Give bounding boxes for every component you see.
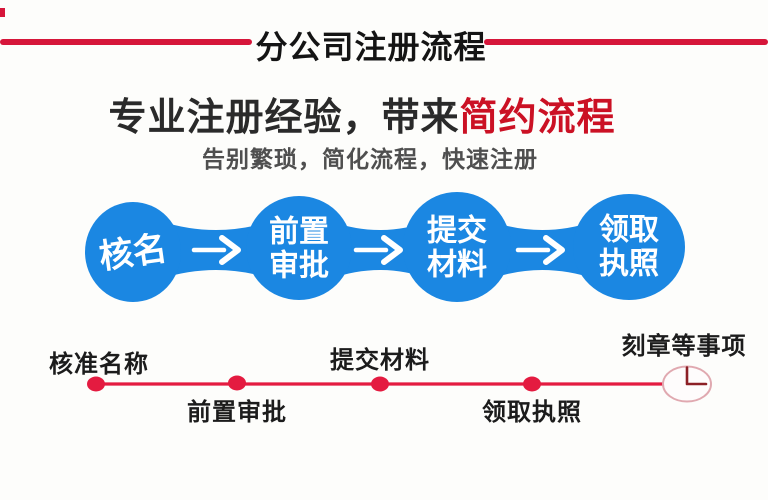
- headline: 专业注册经验，带来简约流程: [0, 86, 746, 141]
- flow-step-label: 前置: [269, 216, 329, 249]
- flow-step-circle: [403, 192, 511, 302]
- timeline-label-pre-approval: 前置审批: [187, 399, 287, 426]
- flow-step-label: 领取: [599, 213, 659, 247]
- title-rule-left: [0, 39, 252, 45]
- headline-prefix: 专业注册经验，带来: [108, 97, 460, 139]
- flow-diagram: 核名 前置 审批 提交 材料 领取 执照: [85, 192, 685, 302]
- flow-step-label: 核名: [97, 229, 170, 276]
- flow-step-label: 提交: [427, 214, 487, 248]
- timeline-label-approve-name: 核准名称: [49, 351, 149, 378]
- arrow-right-icon: [191, 235, 241, 265]
- timeline-label-get-license: 领取执照: [482, 399, 582, 426]
- flow-step-circle: [246, 196, 352, 300]
- arrow-right-icon: [353, 235, 403, 265]
- headline-highlight: 简约流程: [459, 97, 616, 139]
- subtitle: 告别繁琐，简化流程，快速注册: [202, 146, 538, 172]
- timeline-dot: [87, 376, 105, 392]
- clock-icon: [662, 365, 712, 403]
- flow-arrows: [191, 235, 565, 265]
- timeline-dot: [371, 376, 389, 392]
- timeline-label-seal-matters: 刻章等事项: [621, 333, 747, 360]
- flow-step-label: 材料: [427, 249, 487, 282]
- flow-step-label: 审批: [269, 249, 329, 283]
- flow-step-circle: [85, 202, 181, 302]
- page-title: 分公司注册流程: [255, 29, 487, 65]
- timeline-dot: [523, 376, 541, 392]
- flow-step-circle: [573, 194, 685, 300]
- timeline: [87, 365, 712, 403]
- title-rule-right: [484, 39, 768, 45]
- corner-accent-mark: [0, 8, 5, 17]
- arrow-right-icon: [515, 235, 565, 265]
- timeline-label-submit-materials: 提交材料: [330, 347, 430, 374]
- timeline-dot: [228, 375, 246, 391]
- flow-step-label: 执照: [599, 248, 659, 281]
